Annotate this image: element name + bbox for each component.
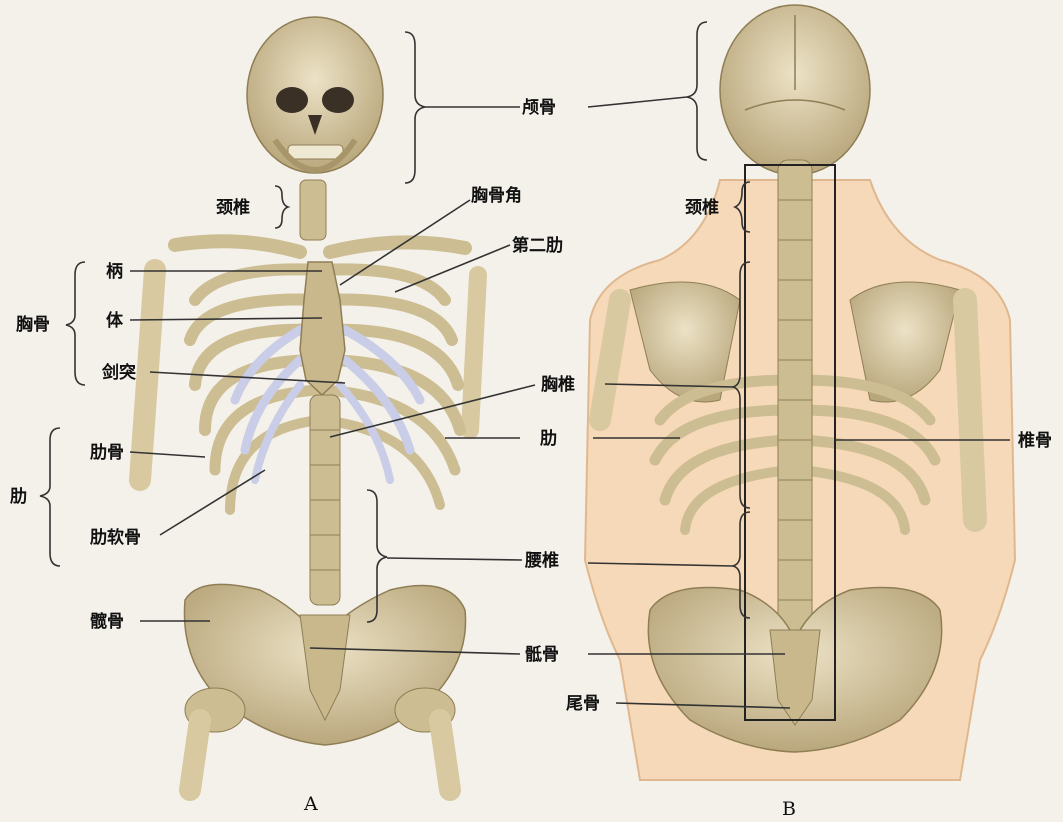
eye-socket-left: [276, 87, 308, 113]
label-rib-small: 肋: [540, 428, 557, 449]
sternum-a: [300, 262, 345, 395]
panel-label-a: A: [303, 793, 318, 815]
label-thoracic: 胸椎: [541, 374, 575, 395]
label-sacrum: 骶骨: [525, 645, 559, 665]
label-body: 体: [106, 310, 124, 331]
figure-b-back: [585, 5, 1015, 780]
label-rib-bone: 肋骨: [90, 442, 124, 463]
label-vertebral: 椎骨: [1017, 430, 1052, 451]
label-skull: 颅骨: [522, 98, 556, 118]
panel-label-b: B: [782, 798, 796, 818]
humerus-left: [140, 270, 155, 480]
label-lumbar: 腰椎: [525, 550, 559, 571]
humerus-right: [470, 275, 478, 430]
femur-left: [190, 720, 200, 790]
label-cervical-a: 颈椎: [216, 197, 250, 218]
label-rib-group: 肋: [10, 486, 27, 507]
label-costal-cartilage: 肋软骨: [90, 527, 141, 548]
label-second-rib: 第二肋: [512, 235, 563, 256]
clavicle-left: [175, 241, 300, 252]
eye-socket-right: [322, 87, 354, 113]
label-sternal-angle: 胸骨角: [471, 185, 522, 206]
jaw-teeth: [288, 145, 343, 159]
label-sternum: 胸骨: [16, 314, 50, 335]
label-manubrium: 柄: [106, 261, 123, 282]
spine-b: [778, 160, 812, 630]
cervical-spine-a: [300, 180, 326, 240]
femur-right: [440, 720, 450, 790]
arm-right-b: [965, 300, 975, 520]
label-coccyx: 尾骨: [566, 694, 600, 714]
figure-a-skeleton: [140, 17, 478, 790]
label-xiphoid: 剑突: [101, 362, 136, 383]
spine-a: [310, 395, 340, 605]
label-hip: 髋骨: [90, 611, 124, 632]
label-cervical-b: 颈椎: [685, 197, 719, 218]
